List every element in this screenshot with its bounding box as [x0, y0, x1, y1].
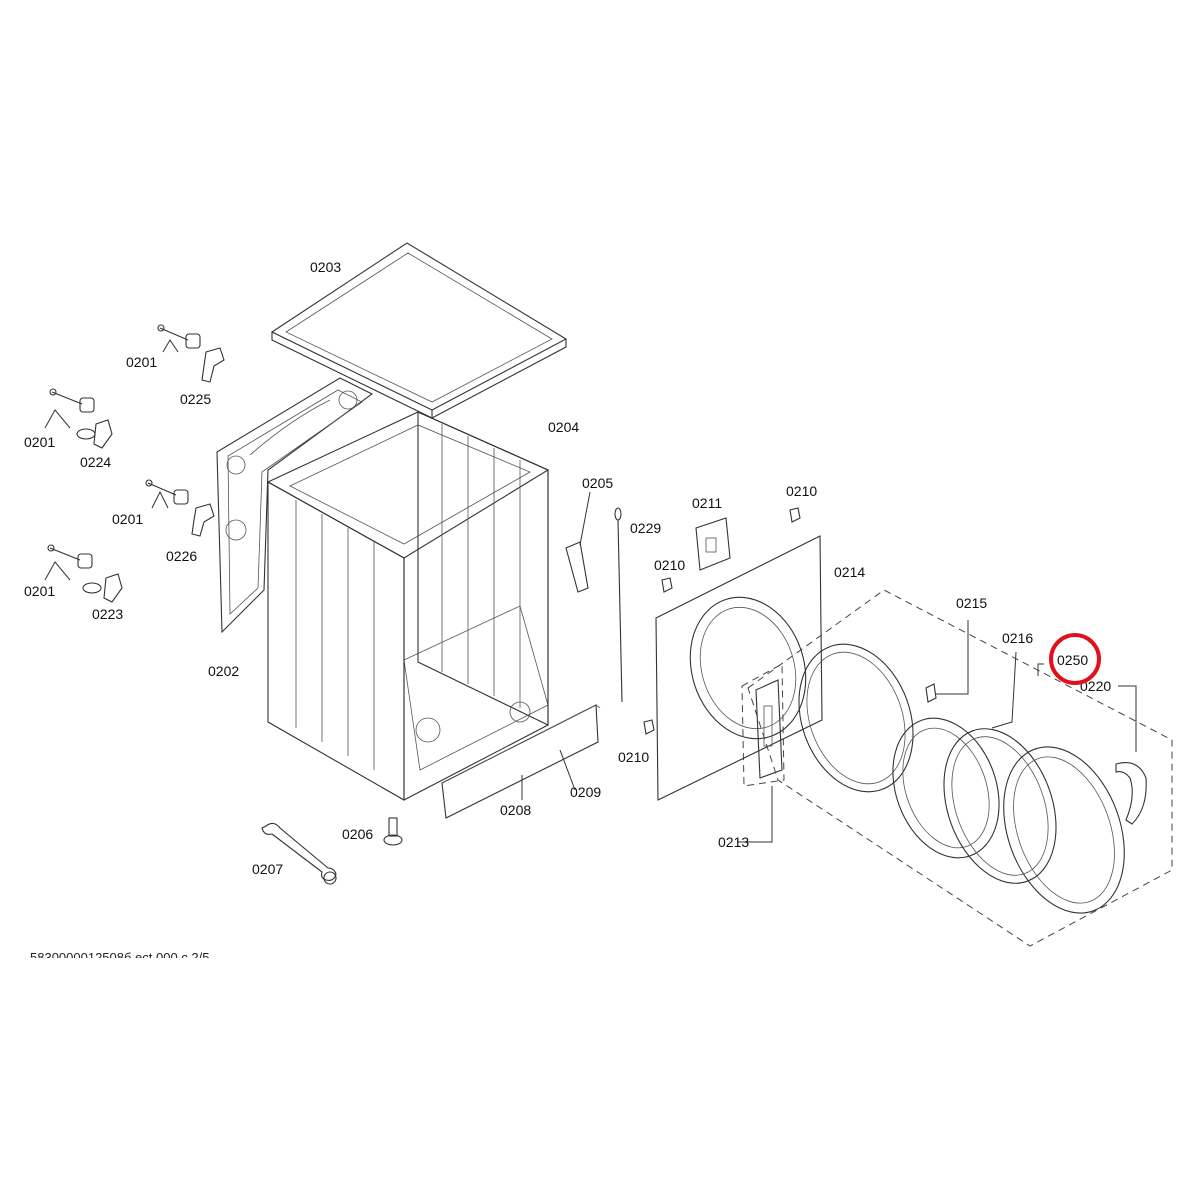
label-0213: 0213	[718, 834, 749, 850]
label-0223: 0223	[92, 606, 123, 622]
label-0229: 0229	[630, 520, 661, 536]
part-0206-foot[interactable]	[383, 817, 403, 846]
label-0220: 0220	[1080, 678, 1111, 694]
highlight-circle-0250	[1049, 633, 1101, 685]
part-0202-rear-panel[interactable]	[216, 377, 374, 634]
label-0203: 0203	[310, 259, 341, 275]
part-0203-top-lid[interactable]	[270, 242, 568, 419]
label-0208: 0208	[500, 802, 531, 818]
label-0210-b: 0210	[654, 557, 685, 573]
label-0215: 0215	[956, 595, 987, 611]
label-0224: 0224	[80, 454, 111, 470]
part-0214-front-panel[interactable]	[655, 535, 824, 801]
label-0207: 0207	[252, 861, 283, 877]
footer-code-text: 5830000012508б есt 000 с 2/5	[30, 950, 210, 965]
part-door-trim-ring[interactable]	[982, 730, 1146, 930]
label-0226: 0226	[166, 548, 197, 564]
label-0201-a: 0201	[126, 354, 157, 370]
part-0215-inner-door-frame[interactable]	[779, 628, 932, 808]
part-0211-door-lock[interactable]	[695, 517, 731, 571]
part-0207-wrench[interactable]	[261, 822, 337, 885]
label-0202: 0202	[208, 663, 239, 679]
label-0250: 0250	[1057, 652, 1088, 668]
label-0225: 0225	[180, 391, 211, 407]
part-0229-rod[interactable]	[614, 507, 623, 703]
label-0210-c: 0210	[618, 749, 649, 765]
part-0209-plinth-panel[interactable]	[441, 704, 601, 819]
part-0204-cabinet[interactable]	[266, 411, 550, 801]
label-0209: 0209	[570, 784, 601, 800]
label-0210-a: 0210	[786, 483, 817, 499]
label-0205: 0205	[582, 475, 613, 491]
part-0205-clip[interactable]	[565, 541, 589, 593]
screw-set-1[interactable]	[157, 324, 225, 383]
part-0216-door-glass[interactable]	[874, 703, 1017, 873]
label-0201-d: 0201	[24, 583, 55, 599]
screw-set-3[interactable]	[145, 479, 215, 537]
part-0210-hinge-top[interactable]	[789, 507, 801, 523]
part-outer-door-frame[interactable]	[924, 713, 1076, 899]
screw-set-2[interactable]	[49, 388, 113, 449]
label-0201-c: 0201	[112, 511, 143, 527]
label-0216: 0216	[1002, 630, 1033, 646]
label-0206: 0206	[342, 826, 373, 842]
label-0211: 0211	[692, 495, 722, 511]
part-0210-hinge-low[interactable]	[643, 719, 655, 735]
part-0213-door-handle[interactable]	[755, 679, 783, 779]
label-0201-b: 0201	[24, 434, 55, 450]
screw-set-4[interactable]	[47, 544, 123, 603]
footer-code: 5830000012508б есt 000 с 2/5	[30, 950, 210, 965]
label-0204: 0204	[548, 419, 579, 435]
label-0214: 0214	[834, 564, 865, 580]
part-0220-hinge-cover[interactable]	[1115, 762, 1147, 825]
part-0210-hinge-mid[interactable]	[661, 577, 673, 593]
